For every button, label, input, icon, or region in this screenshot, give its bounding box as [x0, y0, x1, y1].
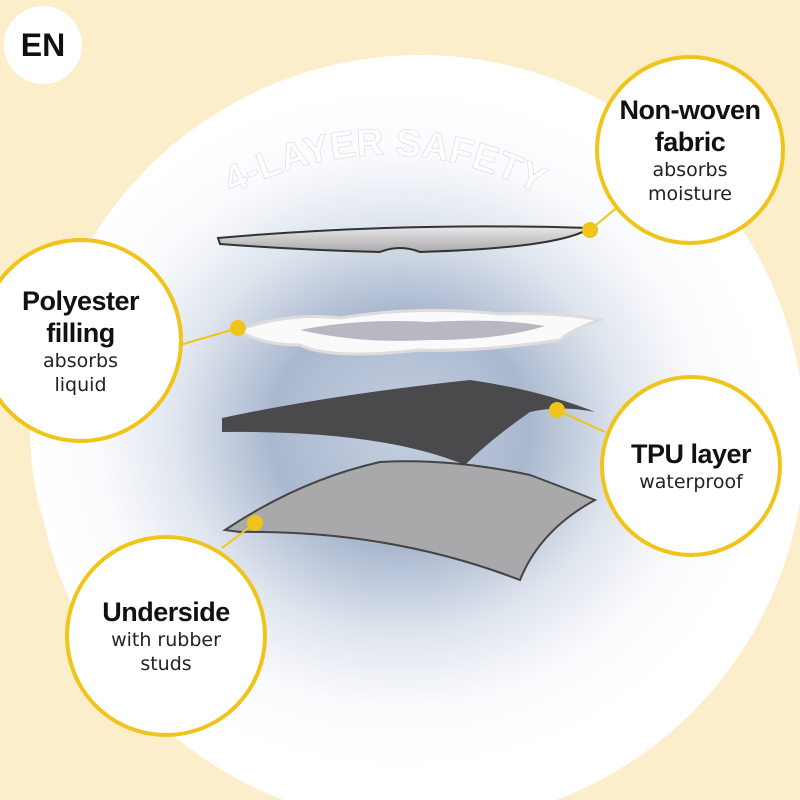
callout-tpu: TPU layer waterproof	[600, 375, 782, 557]
language-label: EN	[20, 26, 66, 63]
callout-desc: with rubber	[111, 629, 221, 651]
underside-layer	[222, 460, 598, 582]
callout-heading: Non-woven	[619, 95, 762, 125]
callout-non-woven: Non-woven fabric absorbs moisture	[595, 55, 785, 245]
marker-dot-underside	[247, 515, 263, 531]
callout-desc: absorbs	[43, 349, 118, 372]
callout-underside: Underside with rubber studs	[65, 535, 267, 737]
language-badge: EN	[4, 6, 82, 84]
callout-heading: Polyester	[21, 285, 140, 316]
callout-heading: fabric	[654, 127, 726, 157]
connector-tpu	[556, 409, 606, 433]
callout-desc: absorbs	[652, 159, 728, 181]
marker-dot-polyester	[230, 320, 246, 336]
connector-polyester	[179, 327, 239, 346]
callout-desc: liquid	[54, 373, 107, 396]
callout-heading: TPU layer	[630, 439, 752, 469]
callout-heading: filling	[46, 317, 115, 348]
callout-desc: moisture	[648, 183, 732, 205]
marker-dot-tpu	[549, 402, 565, 418]
non-woven-layer	[216, 225, 594, 254]
polyester-core	[300, 320, 545, 341]
callout-polyester: Polyester filling absorbs liquid	[0, 238, 183, 443]
callout-desc: studs	[140, 653, 192, 675]
callout-desc: waterproof	[639, 471, 743, 493]
tpu-layer	[222, 380, 595, 465]
callout-heading: Underside	[102, 597, 230, 627]
marker-dot-non-woven	[582, 222, 598, 238]
